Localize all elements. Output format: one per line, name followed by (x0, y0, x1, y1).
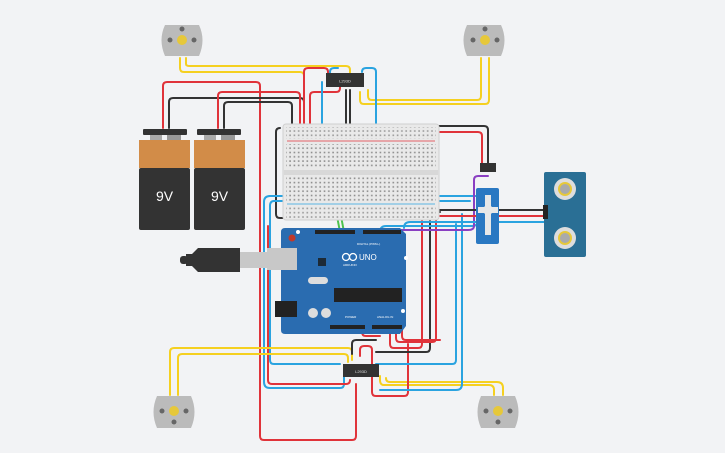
reset-button[interactable] (288, 234, 296, 242)
wire-yellow[interactable] (367, 57, 482, 101)
wire-yellow[interactable] (359, 57, 490, 105)
wire-blue[interactable] (263, 195, 345, 389)
battery-left[interactable]: 9V (139, 129, 190, 230)
arduino-model: UNO (359, 253, 377, 262)
wire-black[interactable] (275, 127, 291, 219)
wire-red[interactable] (401, 231, 441, 341)
wire-red[interactable] (389, 215, 423, 349)
wire-black[interactable] (223, 101, 293, 129)
wire-yellow[interactable] (379, 375, 495, 396)
wire-red[interactable] (303, 67, 329, 127)
servo[interactable] (476, 163, 499, 244)
driver-top-label: L293D (339, 79, 351, 84)
wire-blue[interactable] (269, 200, 341, 365)
battery-left-label: 9V (156, 188, 174, 204)
arduino-power-label: POWER (345, 315, 357, 319)
gear-icon (493, 406, 503, 416)
wire-black[interactable] (351, 339, 377, 355)
battery-right[interactable]: 9V (194, 129, 245, 230)
wire-red[interactable] (435, 131, 483, 167)
wire-red[interactable] (217, 91, 301, 129)
usb-cable[interactable] (180, 248, 282, 272)
arduino-analog-label: ANALOG IN (377, 315, 393, 319)
motor-bottom-left[interactable] (153, 396, 195, 428)
gear-icon (480, 35, 490, 45)
wire-yellow[interactable] (177, 353, 349, 396)
wire-blue[interactable] (403, 221, 471, 229)
wire-blue[interactable] (375, 223, 457, 365)
driver-bottom[interactable]: L293D (343, 364, 379, 377)
driver-bottom-label: L293D (355, 369, 367, 374)
wire-blue[interactable] (329, 67, 339, 81)
wire-red[interactable] (267, 225, 351, 385)
motor-top-left[interactable] (161, 25, 203, 56)
wire-yellow[interactable] (179, 57, 305, 83)
arduino-brand: ARDUINO (343, 263, 358, 267)
wire-yellow[interactable] (385, 377, 504, 396)
breadboard[interactable] (282, 123, 440, 221)
wire-blue[interactable] (379, 213, 463, 391)
wire-black[interactable] (435, 125, 489, 167)
battery-right-label: 9V (211, 188, 229, 204)
gear-icon (177, 35, 187, 45)
ultrasonic-sensor[interactable] (543, 172, 586, 257)
arduino-digital-label: DIGITAL (PWM~) (357, 242, 380, 246)
motor-top-right[interactable] (463, 25, 505, 56)
arduino-uno[interactable]: DIGITAL (PWM~) ARDUINO UNO POWER ANALOG … (267, 228, 408, 334)
motor-bottom-right[interactable] (477, 396, 519, 428)
wire-red[interactable] (309, 83, 341, 127)
gear-icon (169, 406, 179, 416)
driver-top[interactable]: L293D (326, 73, 364, 87)
wire-yellow[interactable] (185, 57, 351, 77)
